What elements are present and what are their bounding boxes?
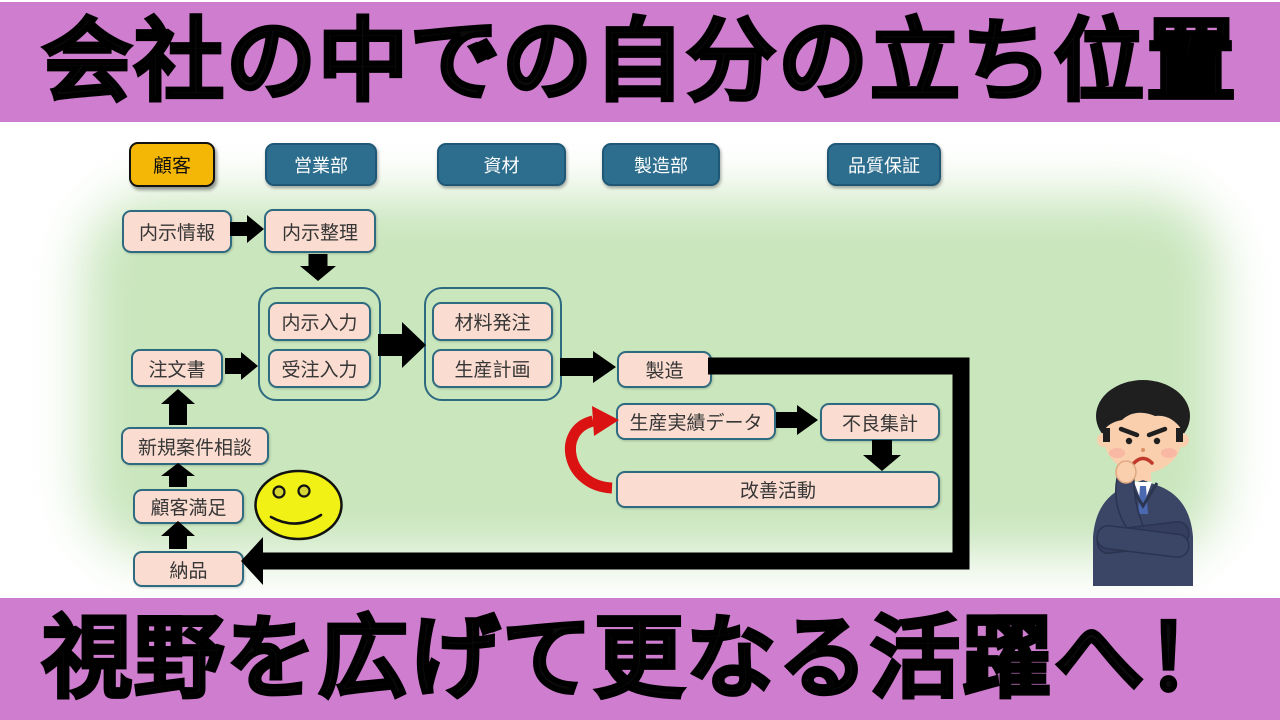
box-advance-info: 内示情報 [122, 210, 232, 253]
box-advance-entry: 内示入力 [268, 302, 371, 341]
title-banner-top: 会社の中での自分の立ち位置 [0, 2, 1280, 122]
dept-customer: 顧客 [129, 142, 215, 187]
box-production-plan: 生産計画 [432, 349, 553, 388]
box-manufacturing: 製造 [617, 351, 712, 388]
dept-quality-assurance: 品質保証 [827, 143, 941, 186]
box-order-entry: 受注入力 [268, 349, 371, 388]
box-customer-satisfaction: 顧客満足 [133, 489, 244, 524]
box-advance-organize: 内示整理 [264, 209, 376, 253]
box-defect-tally: 不良集計 [820, 403, 940, 441]
dept-manufacturing: 製造部 [602, 143, 720, 186]
box-material-order: 材料発注 [432, 302, 553, 341]
title-banner-bottom: 視野を広げて更なる活躍へ！ [0, 598, 1280, 720]
box-delivery: 納品 [133, 551, 244, 587]
box-new-project-consult: 新規案件相談 [121, 427, 269, 465]
dept-materials: 資材 [437, 143, 566, 186]
box-purchase-order: 注文書 [131, 349, 223, 387]
box-production-results: 生産実績データ [616, 403, 776, 440]
box-kaizen-activity: 改善活動 [616, 471, 940, 508]
dept-sales: 営業部 [265, 143, 377, 186]
